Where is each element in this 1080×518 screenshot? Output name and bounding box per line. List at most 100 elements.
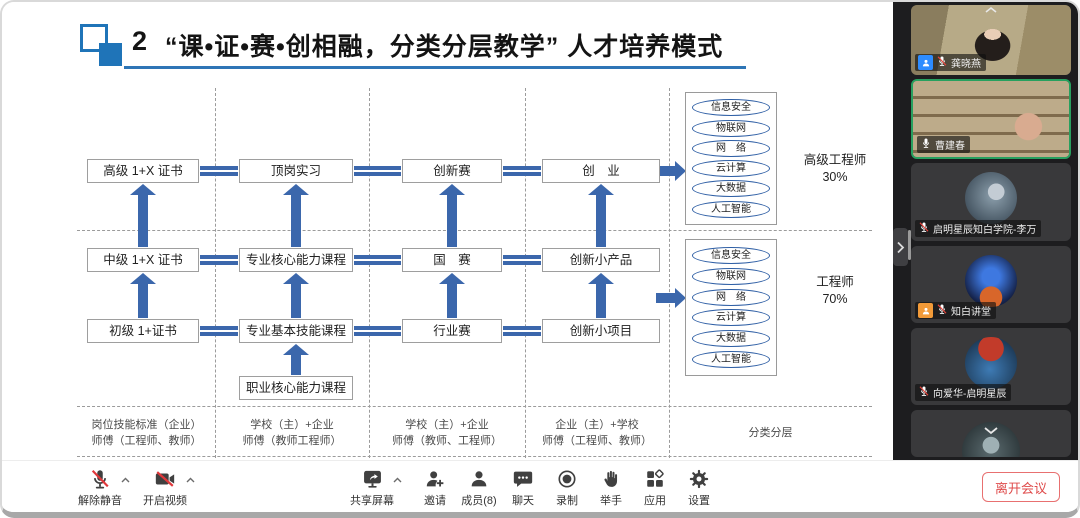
connector [200, 166, 238, 176]
right-arrow [656, 288, 686, 308]
chevron-right-icon [897, 241, 905, 253]
connector [200, 255, 238, 265]
tech-ellipse: 网 络 [692, 139, 770, 157]
scroll-down-chevron-icon[interactable] [983, 426, 999, 435]
members-button[interactable]: 成员(8) [457, 467, 501, 508]
participant-tile[interactable] [911, 410, 1071, 457]
participant-tile[interactable]: 龚晓燕 [911, 5, 1071, 75]
screen-share-icon [361, 467, 384, 490]
collapse-panel-button[interactable] [893, 228, 908, 266]
bottom-cell: 学校（主）+企业 师傅（教师工程师） [215, 412, 369, 454]
share-screen-label: 共享屏幕 [350, 495, 394, 507]
members-label: 成员(8) [461, 495, 497, 507]
dashed-divider [77, 230, 872, 231]
mic-on-icon [920, 137, 932, 152]
title-decor-square-outline-icon [80, 24, 108, 52]
slide-title-number: 2 [132, 26, 148, 56]
participant-tile[interactable]: 启明星辰知白学院-李万 [911, 163, 1071, 241]
bottom-cell: 学校（主）+企业 师傅（教师、工程师） [369, 412, 525, 454]
bottom-cell: 分类分层 [669, 412, 872, 454]
apps-label: 应用 [644, 495, 666, 507]
diagram-box: 创新小产品 [542, 248, 660, 272]
connector [354, 255, 401, 265]
dashed-divider [77, 456, 872, 457]
settings-gear-icon [688, 467, 710, 490]
tech-ellipse: 云计算 [692, 309, 770, 327]
up-arrow [283, 184, 309, 247]
bottom-cell-line: 师傅（教师、工程师） [392, 435, 502, 447]
connector [200, 326, 238, 336]
participant-tile[interactable]: 曹建春 [911, 79, 1071, 159]
share-screen-button[interactable]: 共享屏幕 [350, 467, 394, 508]
chevron-up-icon[interactable] [392, 475, 403, 486]
chat-label: 聊天 [512, 495, 534, 507]
up-arrow [439, 184, 465, 247]
diagram-box: 国 赛 [402, 248, 502, 272]
dashed-divider [215, 88, 216, 458]
unmute-label: 解除静音 [78, 495, 122, 507]
bottom-cell-line: 学校（主）+企业 [250, 419, 334, 431]
zone-label-senior: 高级工程师 30% [785, 152, 885, 186]
title-decor-square-fill-icon [99, 43, 122, 66]
chevron-up-icon[interactable] [120, 475, 131, 486]
diagram-box: 创 业 [542, 159, 660, 183]
diagram-box: 顶岗实习 [239, 159, 353, 183]
dashed-divider [77, 406, 872, 407]
diagram-box: 初级 1+证书 [87, 319, 199, 343]
participant-name: 曹建春 [935, 141, 965, 152]
zone-label-percent: 70% [822, 292, 848, 306]
start-video-button[interactable]: 开启视频 [143, 467, 187, 508]
record-icon [556, 467, 578, 490]
avatar [965, 337, 1017, 389]
zone-label-text: 工程师 [816, 275, 854, 289]
tech-ellipse: 网 络 [692, 288, 770, 306]
diagram-box: 职业核心能力课程 [239, 376, 353, 400]
raise-hand-label: 举手 [600, 495, 622, 507]
record-label: 录制 [556, 495, 578, 507]
participant-namebar: 龚晓燕 [915, 54, 986, 71]
invite-label: 邀请 [424, 495, 446, 507]
bottom-cell: 企业（主）+学校 师傅（工程师、教师） [525, 412, 669, 454]
dashed-divider [525, 88, 526, 458]
diagram-box: 专业核心能力课程 [239, 248, 353, 272]
tech-ellipse: 大数据 [692, 180, 770, 198]
participant-name: 知白讲堂 [951, 307, 991, 318]
invite-button[interactable]: 邀请 [413, 467, 457, 508]
up-arrow [130, 184, 156, 247]
leave-meeting-button[interactable]: 离开会议 [982, 472, 1060, 502]
diagram-box: 行业赛 [402, 319, 502, 343]
diagram-box: 专业基本技能课程 [239, 319, 353, 343]
zone-label-text: 高级工程师 [803, 153, 867, 167]
bottom-cell-line: 师傅（教师工程师） [242, 435, 342, 447]
participant-tile[interactable]: 向爱华-启明星辰 [911, 328, 1071, 405]
participant-tile[interactable]: 知白讲堂 [911, 246, 1071, 323]
panel-scrollbar[interactable] [908, 230, 911, 260]
cohost-badge-icon [918, 303, 933, 318]
tech-ellipse: 信息安全 [692, 99, 770, 117]
apps-button[interactable]: 应用 [633, 467, 677, 508]
settings-button[interactable]: 设置 [677, 467, 721, 508]
chevron-up-icon[interactable] [185, 475, 196, 486]
participant-namebar: 启明星辰知白学院-李万 [915, 220, 1042, 237]
participant-namebar: 曹建春 [917, 136, 970, 153]
mic-muted-icon [918, 221, 930, 236]
chat-button[interactable]: 聊天 [501, 467, 545, 508]
diagram-box: 高级 1+X 证书 [87, 159, 199, 183]
tech-ellipse: 人工智能 [692, 351, 770, 369]
participant-name: 启明星辰知白学院-李万 [933, 225, 1037, 236]
unmute-button[interactable]: 解除静音 [78, 467, 122, 508]
apps-icon [644, 467, 666, 490]
tech-ellipse: 物联网 [692, 119, 770, 137]
connector [503, 326, 541, 336]
diagram-box: 创新小项目 [542, 319, 660, 343]
scroll-up-chevron-icon[interactable] [984, 6, 998, 14]
raise-hand-button[interactable]: 举手 [589, 467, 633, 508]
bottom-cell-line: 师傅（工程师、教师） [542, 435, 652, 447]
up-arrow [283, 273, 309, 318]
connector [503, 255, 541, 265]
avatar [965, 172, 1017, 224]
connector [354, 166, 401, 176]
record-button[interactable]: 录制 [545, 467, 589, 508]
mic-muted-icon [936, 303, 948, 318]
bottom-cell: 岗位技能标准（企业） 师傅（工程师、教师） [78, 412, 215, 454]
